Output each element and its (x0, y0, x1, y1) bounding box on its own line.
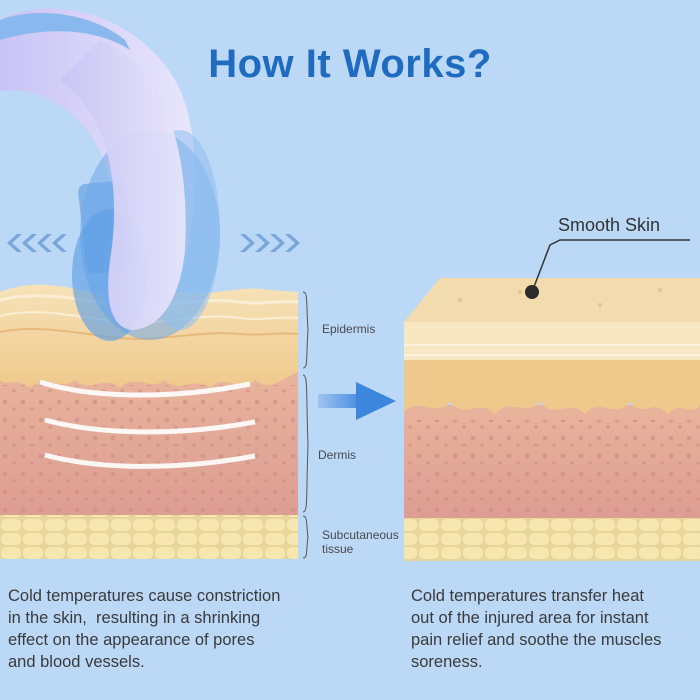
right-caption-line: pain relief and soothe the muscles (411, 631, 662, 649)
chevron-left-icon (7, 234, 67, 252)
subcutaneous-label-line2: tissue (322, 542, 354, 556)
right-caption-line: Cold temperatures transfer heat (411, 587, 644, 605)
right-skin-top (404, 278, 700, 322)
right-fat-layer (404, 517, 700, 561)
left-caption-line: Cold temperatures cause constriction (8, 587, 281, 605)
dermis-label: Dermis (318, 448, 356, 462)
page-title: How It Works? (208, 42, 492, 86)
layer-brackets (302, 291, 309, 559)
left-fat-layer (0, 513, 298, 559)
chevron-right-icon (240, 234, 300, 252)
right-caption-line: soreness. (411, 653, 483, 671)
right-caption: Cold temperatures transfer heat out of t… (411, 585, 661, 673)
epidermis-label: Epidermis (322, 322, 376, 336)
left-caption-line: and blood vessels. (8, 653, 145, 671)
smooth-skin-label: Smooth Skin (558, 215, 661, 235)
left-caption: Cold temperatures cause constriction in … (8, 585, 280, 673)
smooth-skin-pointer (525, 239, 690, 299)
arrow-right-icon (318, 382, 396, 420)
ice-roller-icon (0, 8, 220, 341)
subcutaneous-label-line1: Subcutaneous (322, 528, 399, 542)
left-caption-line: in the skin, resulting in a shrinking (8, 609, 261, 627)
right-caption-line: out of the injured area for instant (411, 609, 649, 627)
left-caption-line: effect on the appearance of pores (8, 631, 255, 649)
left-skin-block (0, 284, 299, 559)
right-skin-block (404, 278, 700, 561)
